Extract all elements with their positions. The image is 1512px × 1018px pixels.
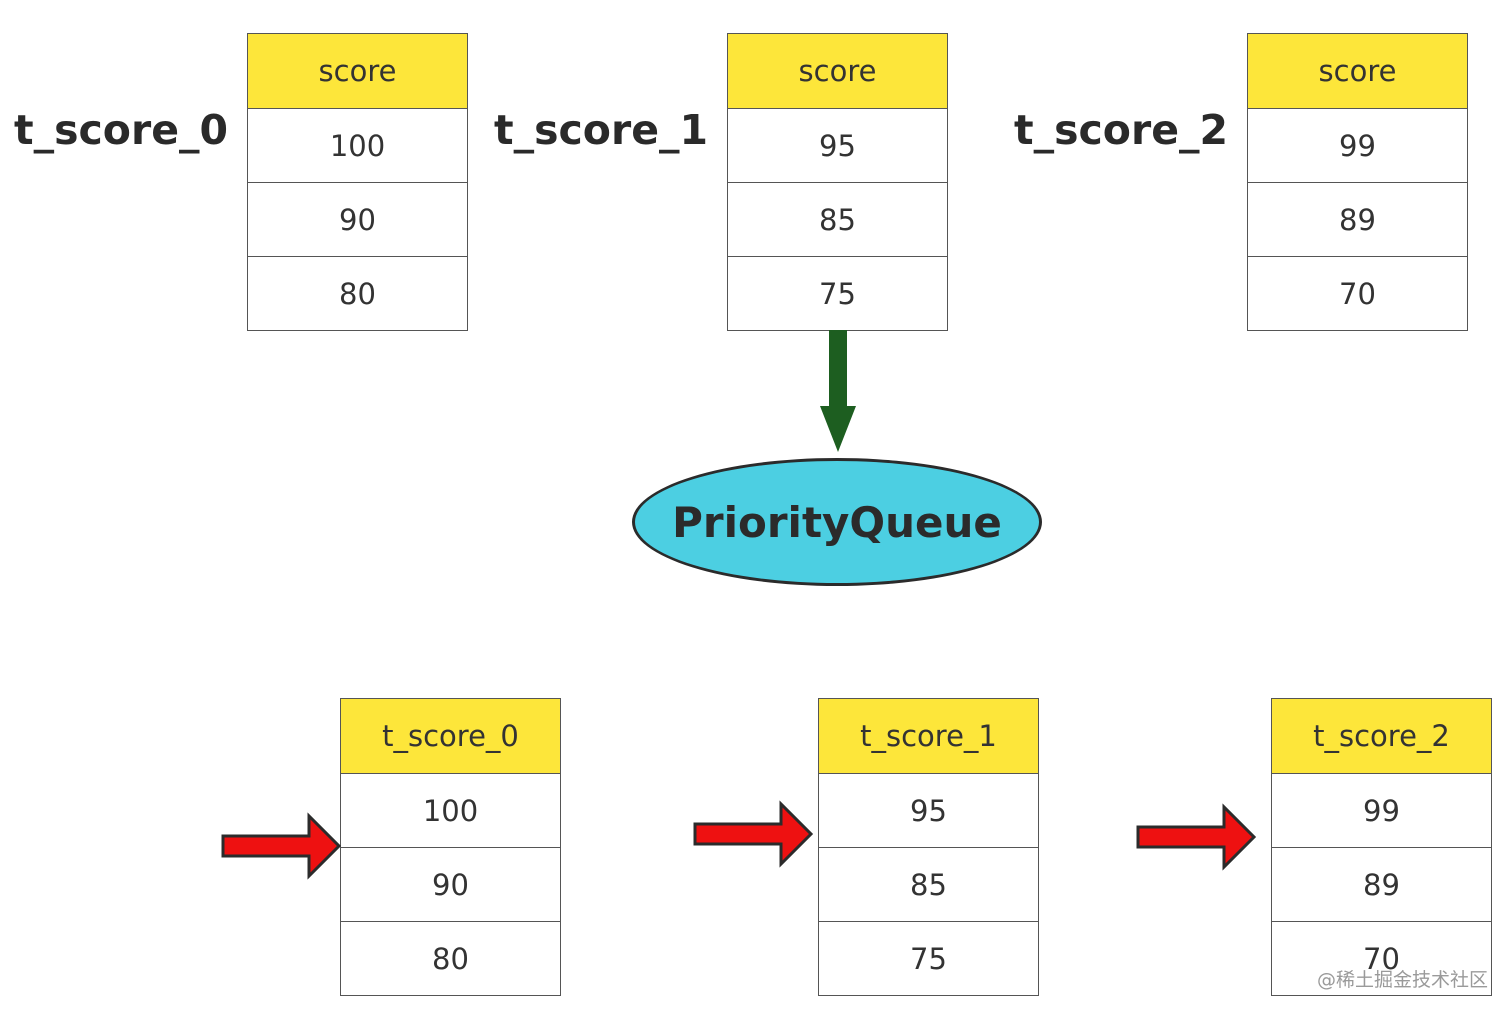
table-row: 90 bbox=[341, 847, 560, 921]
table-header: t_score_1 bbox=[819, 699, 1038, 773]
table-row: 100 bbox=[248, 108, 467, 182]
table-row: 85 bbox=[728, 182, 947, 256]
table-row: 95 bbox=[819, 773, 1038, 847]
table-row: 99 bbox=[1272, 773, 1491, 847]
table-row: 75 bbox=[819, 921, 1038, 995]
source-table-2: score 99 89 70 bbox=[1247, 33, 1468, 331]
source-table-label-2: t_score_2 bbox=[1014, 106, 1229, 154]
table-row: 80 bbox=[248, 256, 467, 330]
source-table-label-0: t_score_0 bbox=[14, 106, 229, 154]
table-row: 70 bbox=[1272, 921, 1491, 995]
table-row: 75 bbox=[728, 256, 947, 330]
table-row: 89 bbox=[1272, 847, 1491, 921]
table-row: 99 bbox=[1248, 108, 1467, 182]
result-table-0: t_score_0 100 90 80 bbox=[340, 698, 561, 996]
table-header: t_score_0 bbox=[341, 699, 560, 773]
table-row: 80 bbox=[341, 921, 560, 995]
result-table-2: t_score_2 99 89 70 bbox=[1271, 698, 1492, 996]
table-row: 90 bbox=[248, 182, 467, 256]
table-header: t_score_2 bbox=[1272, 699, 1491, 773]
pointer-arrow-icon-0 bbox=[221, 812, 342, 880]
source-table-label-1: t_score_1 bbox=[494, 106, 709, 154]
table-row: 95 bbox=[728, 108, 947, 182]
pointer-arrow-icon-1 bbox=[693, 800, 814, 868]
watermark: @稀土掘金技术社区 bbox=[1316, 969, 1488, 991]
source-table-1: score 95 85 75 bbox=[727, 33, 948, 331]
pointer-arrow-icon-2 bbox=[1136, 803, 1257, 871]
priority-queue-label: PriorityQueue bbox=[672, 497, 1002, 547]
table-header: score bbox=[248, 34, 467, 108]
table-row: 85 bbox=[819, 847, 1038, 921]
source-table-0: score 100 90 80 bbox=[247, 33, 468, 331]
result-table-1: t_score_1 95 85 75 bbox=[818, 698, 1039, 996]
table-row: 89 bbox=[1248, 182, 1467, 256]
priority-queue-node: PriorityQueue bbox=[632, 458, 1042, 586]
table-row: 70 bbox=[1248, 256, 1467, 330]
table-row: 100 bbox=[341, 773, 560, 847]
table-header: score bbox=[728, 34, 947, 108]
down-arrow-icon bbox=[820, 330, 856, 452]
table-header: score bbox=[1248, 34, 1467, 108]
